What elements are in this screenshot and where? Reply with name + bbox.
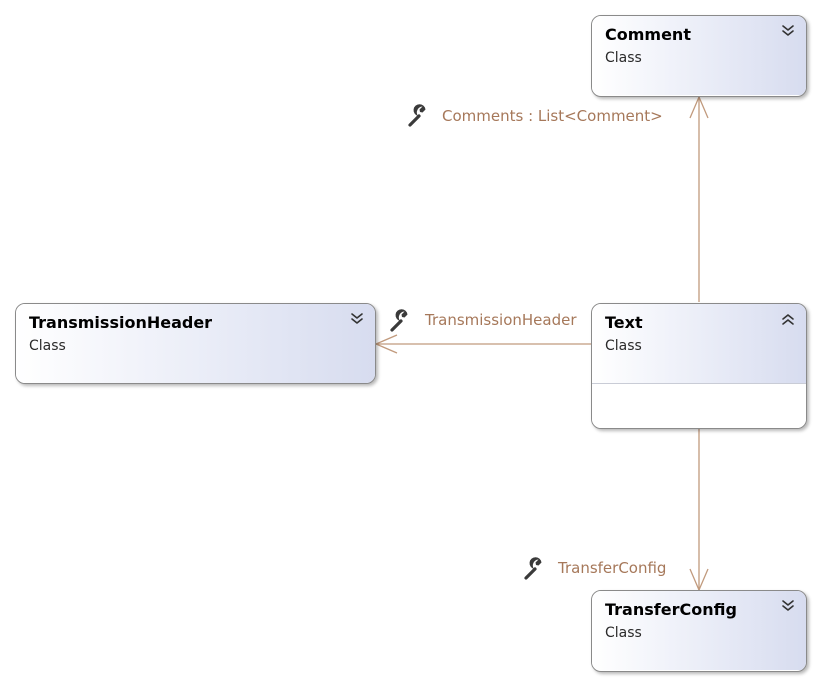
class-name: Comment — [605, 25, 691, 44]
association-label-comments: Comments : List<Comment> — [442, 107, 663, 125]
arrowhead-comments — [689, 95, 709, 119]
class-header: TransferConfig Class — [592, 591, 806, 670]
wrench-icon — [389, 309, 413, 333]
chevron-double-down-icon[interactable] — [780, 598, 796, 614]
class-name: TransferConfig — [605, 600, 737, 619]
chevron-double-down-icon[interactable] — [349, 311, 365, 327]
class-name: Text — [605, 313, 643, 332]
class-header: Comment Class — [592, 16, 806, 95]
class-header: TransmissionHeader Class — [16, 304, 375, 383]
wrench-icon — [407, 104, 431, 128]
wrench-icon — [523, 557, 547, 581]
class-shape-transmission-header[interactable]: TransmissionHeader Class — [15, 303, 376, 384]
chevron-double-up-icon[interactable] — [780, 311, 796, 327]
class-name: TransmissionHeader — [29, 313, 213, 332]
class-stereotype: Class — [605, 625, 642, 641]
class-members-compartment — [592, 383, 806, 428]
class-header: Text Class — [592, 304, 806, 383]
class-stereotype: Class — [29, 338, 66, 354]
class-shape-text[interactable]: Text Class — [591, 303, 807, 429]
association-label-transmission-header: TransmissionHeader — [425, 311, 577, 329]
chevron-double-down-icon[interactable] — [780, 23, 796, 39]
class-shape-comment[interactable]: Comment Class — [591, 15, 807, 97]
class-stereotype: Class — [605, 50, 642, 66]
class-stereotype: Class — [605, 338, 642, 354]
class-shape-transfer-config[interactable]: TransferConfig Class — [591, 590, 807, 672]
association-label-transfer-config: TransferConfig — [558, 559, 667, 577]
arrowhead-transmission-header — [374, 334, 398, 354]
